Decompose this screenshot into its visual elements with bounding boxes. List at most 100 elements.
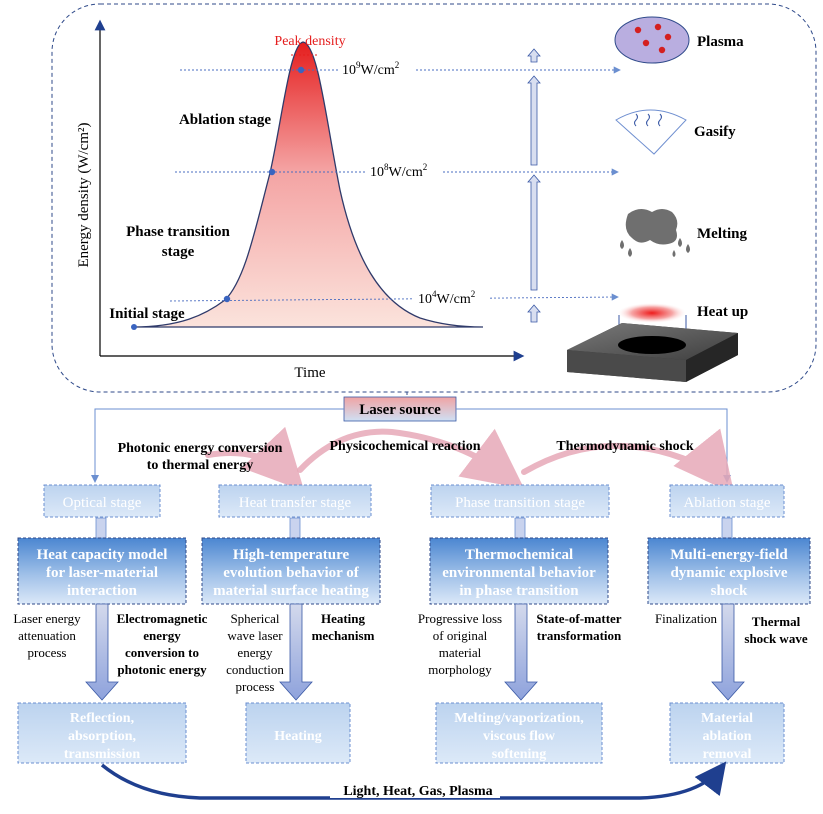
stage-to-model-connectors (95, 517, 733, 539)
stage-label-optical: Optical stage (63, 495, 142, 511)
up-arrow-small-top (527, 48, 541, 63)
stage-label-heat-transfer: Heat transfer stage (239, 495, 352, 511)
note-left-1-line-1: Laser energy (13, 611, 81, 626)
top-panel-frame (51, 3, 817, 393)
model-boxes (17, 537, 811, 605)
model-4-line-3: shock (711, 583, 748, 599)
melting-icon (620, 208, 690, 257)
note-left-1-line-3: process (28, 645, 67, 660)
threshold-line-1e4 (169, 293, 619, 302)
up-arrow-middle (527, 174, 541, 291)
transition-thermodynamic-label: Thermodynamic shock (556, 439, 694, 454)
note-right-4-line-2: shock wave (744, 631, 807, 646)
melting-label: Melting (697, 226, 747, 242)
note-left-2-line-4: conduction (226, 662, 284, 677)
down-arrow-optical (85, 603, 119, 701)
stage-boxes (43, 484, 785, 518)
plasma-icon (614, 16, 690, 64)
note-left-2-line-1: Spherical (230, 611, 279, 626)
result-1-line-1: Reflection, (70, 711, 134, 726)
stage-label-ablation: Ablation stage (683, 495, 770, 511)
note-left-3-line-1: Progressive loss (418, 611, 502, 626)
threshold-point-1e8 (268, 168, 276, 176)
up-arrow-small-bottom (527, 304, 541, 323)
heat-up-label: Heat up (697, 304, 748, 320)
model-2-line-2: evolution behavior of (223, 565, 360, 581)
model-4-line-2: dynamic explosive (670, 565, 787, 581)
threshold-label-1e8: 108W/cm2 (366, 160, 442, 180)
svg-text:109W/cm2: 109W/cm2 (342, 60, 399, 78)
note-left-3-line-4: morphology (428, 662, 492, 677)
note-right-4-line-1: Thermal (752, 614, 801, 629)
threshold-label-1e4: 104W/cm2 (414, 287, 490, 307)
model-to-result-arrows (85, 603, 745, 701)
laser-source-label: Laser source (359, 402, 441, 418)
bottom-sweep-arrow (100, 761, 727, 800)
svg-text:104W/cm2: 104W/cm2 (418, 289, 475, 307)
note-right-2-line-1: Heating (321, 611, 366, 626)
result-1-line-3: transmission (64, 747, 140, 762)
model-3-line-1: Thermochemical (465, 547, 573, 563)
result-3-line-3: softening (492, 747, 546, 762)
note-left-2-line-3: energy (237, 645, 273, 660)
note-left-3-line-2: of original (433, 628, 488, 643)
initial-stage-label: Initial stage (109, 306, 185, 322)
transition-photonic-label-1: Photonic energy conversion (118, 441, 283, 456)
plasma-label: Plasma (697, 34, 744, 50)
model-1-line-2: for laser-material (46, 565, 158, 581)
energy-up-arrows (527, 48, 541, 323)
heat-up-icon (567, 303, 738, 382)
curve-start-point (131, 324, 137, 330)
model-3-line-2: environmental behavior (442, 565, 596, 581)
result-boxes (17, 702, 785, 764)
stage-label-phase-transition: Phase transition stage (455, 495, 585, 511)
gasify-label: Gasify (694, 124, 736, 140)
svg-text:108W/cm2: 108W/cm2 (370, 162, 427, 180)
transition-arrows (205, 426, 735, 495)
note-left-2-line-5: process (236, 679, 275, 694)
result-1-line-2: absorption, (68, 729, 136, 744)
result-4-line-1: Material (701, 711, 753, 726)
model-1-line-1: Heat capacity model (37, 547, 168, 563)
up-arrow-upper (527, 75, 541, 166)
model-3-line-3: in phase transition (459, 583, 579, 599)
model-1-line-3: interaction (67, 583, 138, 599)
down-arrow-phase-transition (504, 603, 538, 701)
bottom-products-label: Light, Heat, Gas, Plasma (343, 784, 492, 799)
threshold-label-1e9: 109W/cm2 (338, 58, 414, 78)
note-right-1-line-3: conversion to (125, 645, 199, 660)
note-left-2-line-2: wave laser (227, 628, 283, 643)
result-3-line-2: viscous flow (483, 729, 556, 744)
note-left-4-line-1: Finalization (655, 611, 718, 626)
gas-icon (615, 109, 687, 155)
note-left-3-line-3: material (439, 645, 482, 660)
x-axis-label: Time (294, 365, 325, 381)
bottom-label-backing (330, 782, 500, 798)
ablation-stage-label: Ablation stage (179, 112, 271, 128)
result-2-line-1: Heating (274, 729, 321, 744)
energy-density-curve (132, 41, 484, 328)
result-3-line-1: Melting/vaporization, (454, 711, 584, 726)
note-right-2-line-2: mechanism (312, 628, 375, 643)
note-right-1-line-2: energy (143, 628, 181, 643)
y-axis-label: Energy density (W/cm²) (76, 122, 92, 267)
result-4-line-2: ablation (702, 729, 751, 744)
note-right-1-line-4: photonic energy (117, 662, 207, 677)
model-2-line-3: material surface heating (213, 583, 369, 599)
note-right-3-line-1: State-of-matter (536, 611, 621, 626)
peak-density-label: Peak density (274, 34, 345, 49)
note-right-1-line-1: Electromagnetic (117, 611, 208, 626)
model-2-line-1: High-temperature (233, 547, 350, 563)
transition-photonic-label-2: to thermal energy (147, 458, 254, 473)
note-right-3-line-2: transformation (537, 628, 622, 643)
model-4-line-1: Multi-energy-field (670, 547, 788, 563)
result-4-line-3: removal (703, 747, 752, 762)
transition-physicochemical-label: Physicochemical reaction (330, 439, 481, 454)
phase-transition-stage-label-1: Phase transition (126, 224, 230, 240)
down-arrow-ablation (711, 603, 745, 701)
threshold-point-1e9 (297, 66, 305, 74)
note-left-1-line-2: attenuation (18, 628, 76, 643)
laser-source-box: Laser source (343, 396, 457, 422)
down-arrow-heat-transfer (279, 603, 313, 701)
